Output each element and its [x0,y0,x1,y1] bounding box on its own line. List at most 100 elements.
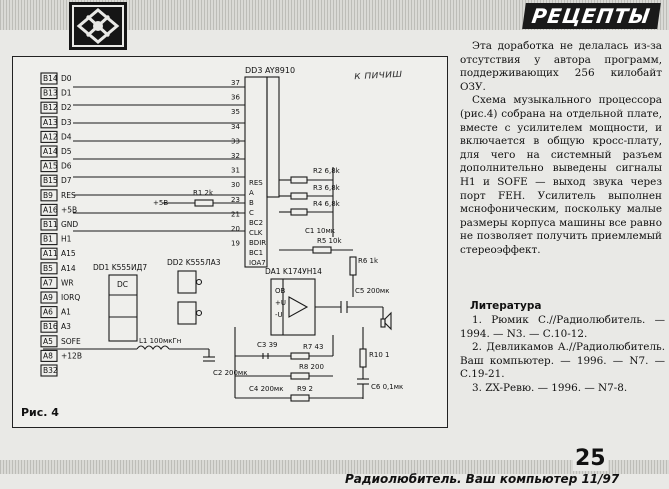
signal-label: +5B [61,205,77,214]
handwritten-note: к пичиш [353,66,403,83]
ay-pin-label: C [249,209,254,217]
reference-item: 3. ZX-Ревю. — 1996. — N7-8. [472,381,628,394]
connector-pin: A8 [43,351,53,360]
signal-label: D0 [61,74,72,83]
ay-pin-label: A [249,189,254,197]
connector-pin: B11 [43,220,58,229]
signal-label: +12B [61,351,82,360]
section-logo [69,2,127,50]
dd1-label: DD1 K555ИД7 [93,263,147,272]
connector-pin-box [40,72,58,85]
connector-pin: B14 [43,74,58,83]
pin-number: 23 [231,196,240,204]
connector-pin: A9 [43,293,53,302]
signal-label: WR [61,278,74,287]
signal-label: D1 [61,89,72,98]
pin-number: 37 [231,79,240,87]
component-label: C2 200мк [213,369,247,377]
connector-pin-box [40,116,58,129]
connector-pin-box [40,349,58,362]
footer-band [0,460,669,474]
da1-pin-label: OB [275,287,286,295]
ay-pin-label: B [249,199,254,207]
pin-number: 34 [231,123,240,131]
signal-label: RES [61,191,76,200]
signal-label: A15 [61,249,76,258]
dd3-label: DD3 AY8910 [245,66,295,75]
connector-pin-box [40,276,58,289]
connector-pin-box [40,306,58,319]
component-label: R3 6,8k [313,184,341,192]
connector-pin: B15 [43,176,58,185]
connector-pin-box [40,189,58,202]
pin-number: 36 [231,94,240,102]
ay-pin-label: BC1 [249,249,263,257]
ay-pin-label: BDIR [249,239,266,247]
circuit-diagram: B14B13B12A13A12A14A15B15B9A16B11B1A11B5A… [40,66,403,402]
signal-label: IORQ [61,293,80,302]
da1-pin-label: +U [275,299,286,307]
connector-pin-box [40,262,58,275]
signal-label: D4 [61,132,72,141]
component-label: R1 2k [193,189,214,197]
figure-caption: Рис. 4 [21,406,59,419]
connector-pin: B9 [43,191,53,200]
connector-pin: B16 [43,322,58,331]
supply-label: +5B [153,199,168,207]
component-label: R9 2 [297,385,313,393]
signal-label: SOFE [61,337,81,346]
signal-label: D3 [61,118,72,127]
connector-pin: A15 [43,162,58,171]
pin-number: 20 [231,225,240,233]
connector-pin: A6 [43,308,53,317]
article-paragraph: Схема музыкального процессора (рис.4) со… [460,94,662,256]
connector-pin: A5 [43,337,53,346]
section-title: РЕЦЕПТЫ [522,3,661,29]
pin-number: 30 [231,181,240,189]
connector-pin-box [40,364,58,377]
component-label: R2 6,8k [313,167,341,175]
dd2-label: DD2 K555ЛА3 [167,258,221,267]
component-label: R8 200 [299,363,324,371]
ay-pin-label: CLK [249,229,263,237]
reference-item: 2. Девликамов А.//Радиолюбитель. Ваш ком… [460,341,665,381]
component-label: R4 6,8k [313,200,341,208]
pin-number: 19 [231,240,240,248]
pin-number: 35 [231,108,240,116]
dd3-chip-right [266,76,280,198]
signal-label: GND [61,220,78,229]
connector-pin: B32 [43,366,58,375]
signal-label: A1 [61,308,71,317]
page-number: 25 [573,446,608,471]
connector-pin: B13 [43,89,58,98]
connector-pin-box [40,87,58,100]
pin-number: 32 [231,152,240,160]
connector-pin-box [40,247,58,260]
dd1-chip [108,274,138,342]
connector-pin-box [40,320,58,333]
connector-pin-box [40,335,58,348]
signal-label: A3 [61,322,71,331]
component-label: R5 10k [317,237,342,245]
dc-label: DC [117,280,128,289]
references: Литература 1. Рюмик С.//Радиолюбитель. —… [460,300,665,396]
da1-pin-label: -U [275,311,283,319]
reference-item: 1. Рюмик С.//Радиолюбитель. — 1994. — N3… [460,314,665,340]
connector-pin-box [40,291,58,304]
connector-pin: A13 [43,118,58,127]
ay-pin-label: RES [249,179,263,187]
connector-pin-box [40,174,58,187]
connector-pin-box [40,101,58,114]
connector-pin-box [40,130,58,143]
connector-pin: B1 [43,235,53,244]
article-text: Эта доработка не делалась из-за отсутств… [460,40,662,258]
signal-label: H1 [61,235,72,244]
signal-label: D5 [61,147,72,156]
connector-pin: B5 [43,264,53,273]
component-label: C6 0,1мк [371,383,403,391]
signal-label: D6 [61,162,72,171]
pin-number: 31 [231,167,240,175]
journal-footer: Радиолюбитель. Ваш компьютер 11/97 [345,472,620,486]
component-label: C4 200мк [249,385,283,393]
